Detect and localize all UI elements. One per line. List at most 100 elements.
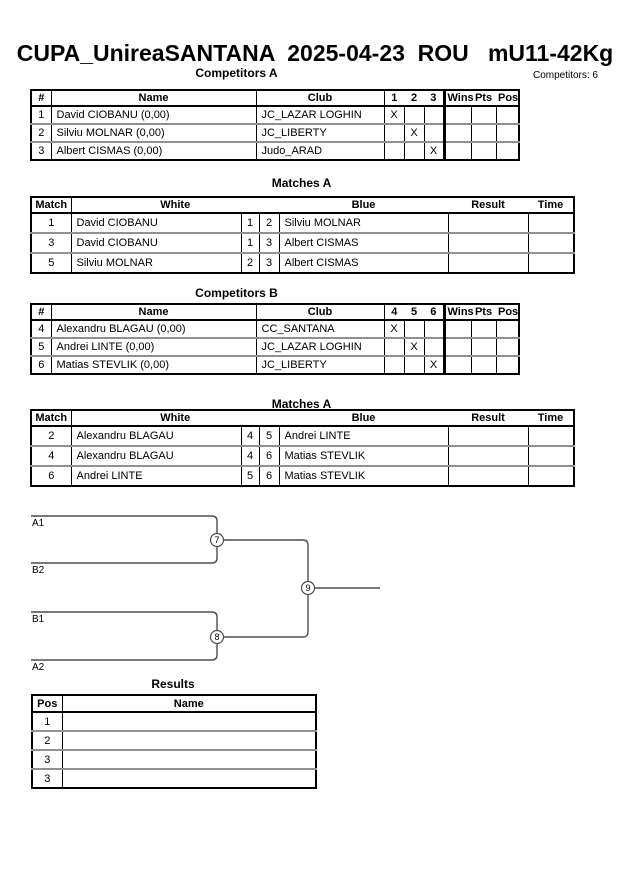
- competitor-name: David CIOBANU (0,00): [51, 106, 257, 125]
- competitor-number: 5: [31, 338, 52, 357]
- wins-cell: [442, 124, 472, 143]
- wins-cell: [442, 320, 472, 339]
- mark-cell: [424, 338, 445, 357]
- result-row: 2: [32, 731, 316, 751]
- table-row: 5 Andrei LINTE (0,00) JC_LAZAR LOGHIN X: [31, 338, 519, 357]
- table-row: 2 Silviu MOLNAR (0,00) JC_LIBERTY X: [31, 124, 519, 143]
- blue-name: Silviu MOLNAR: [279, 213, 449, 234]
- col-header-wins: Wins: [442, 90, 474, 107]
- table-row: 1 David CIOBANU (0,00) JC_LAZAR LOGHIN X: [31, 106, 519, 125]
- mark-cell: [404, 356, 425, 374]
- mark-cell: X: [384, 106, 405, 125]
- match-node-7: [209, 532, 225, 548]
- section-title-competitors-a: Competitors A: [195, 66, 278, 80]
- blue-number: 6: [259, 466, 280, 486]
- competitor-number: 3: [31, 142, 52, 160]
- table-header-row: Pos Name: [32, 695, 316, 713]
- time-cell: [528, 213, 574, 234]
- col-header-white: White: [71, 410, 279, 427]
- table-row: 3 Albert CISMAS (0,00) Judo_ARAD X: [31, 142, 519, 160]
- match-node-9: [300, 580, 316, 596]
- pts-cell: [471, 320, 497, 339]
- bracket-slot-label: A1: [32, 518, 45, 529]
- mark-cell: [424, 124, 445, 143]
- pts-cell: [471, 142, 497, 160]
- pos-cell: [496, 320, 519, 339]
- col-header-num: #: [31, 304, 52, 321]
- white-name: Alexandru BLAGAU: [71, 426, 242, 447]
- section-title-matches-a1: Matches A: [271, 176, 332, 190]
- table-header-row: Match White Blue Result Time: [31, 410, 574, 427]
- result-cell: [448, 253, 529, 273]
- results-table: Pos Name 1 2 3 3: [31, 694, 317, 789]
- result-row: 3: [32, 750, 316, 770]
- time-cell: [528, 426, 574, 447]
- white-name: Andrei LINTE: [71, 466, 242, 486]
- blue-number: 6: [259, 446, 280, 467]
- mark-cell: [424, 320, 445, 339]
- time-cell: [528, 253, 574, 273]
- match-row: 1 David CIOBANU 1 2 Silviu MOLNAR: [31, 213, 574, 234]
- match-number: 4: [31, 446, 72, 467]
- col-header-result: Result: [448, 410, 528, 427]
- result-pos: 1: [32, 712, 63, 732]
- white-number: 2: [241, 253, 260, 273]
- competitor-number: 6: [31, 356, 52, 374]
- mark-cell: [404, 320, 425, 339]
- mark-cell: [384, 124, 405, 143]
- col-header-match: Match: [31, 197, 72, 214]
- time-cell: [528, 446, 574, 467]
- white-number: 1: [241, 233, 260, 254]
- col-header-num: #: [31, 90, 52, 107]
- competitor-number: 2: [31, 124, 52, 143]
- pos-cell: [496, 338, 519, 357]
- pts-cell: [471, 124, 497, 143]
- competitor-name: Alexandru BLAGAU (0,00): [51, 320, 257, 339]
- pos-cell: [496, 142, 519, 160]
- result-cell: [448, 233, 529, 254]
- competitors-count: Competitors: 6: [532, 70, 598, 81]
- section-title-matches-a2: Matches A: [271, 397, 332, 411]
- wins-cell: [442, 142, 472, 160]
- mark-cell: [384, 142, 405, 160]
- blue-name: Andrei LINTE: [279, 426, 449, 447]
- time-cell: [528, 466, 574, 486]
- competitor-club: JC_LAZAR LOGHIN: [256, 106, 385, 125]
- white-name: Silviu MOLNAR: [71, 253, 242, 273]
- match-node-number: 9: [305, 583, 310, 593]
- match-node-number: 7: [214, 535, 219, 545]
- competitor-club: CC_SANTANA: [256, 320, 385, 339]
- mark-cell: [404, 142, 425, 160]
- col-header-blue: Blue: [279, 197, 448, 214]
- result-pos: 3: [32, 750, 63, 770]
- mark-cell: [404, 106, 425, 125]
- white-number: 4: [241, 426, 260, 447]
- white-name: Alexandru BLAGAU: [71, 446, 242, 467]
- competitor-name: Silviu MOLNAR (0,00): [51, 124, 257, 143]
- pts-cell: [471, 106, 497, 125]
- wins-cell: [442, 338, 472, 357]
- col-header-time: Time: [528, 197, 574, 214]
- col-header-4: 4: [384, 304, 404, 321]
- competitor-name: Matias STEVLIK (0,00): [51, 356, 257, 374]
- competitor-number: 1: [31, 106, 52, 125]
- bracket-lines: [31, 515, 380, 661]
- competitor-club: JC_LAZAR LOGHIN: [256, 338, 385, 357]
- matches-a2-table: Match White Blue Result Time 2 Alexandru…: [30, 409, 575, 487]
- competitors-a-table: # Name Club 1 2 3 Wins Pts Pos 1 David C…: [30, 89, 520, 161]
- white-number: 4: [241, 446, 260, 467]
- result-row: 3: [32, 769, 316, 788]
- white-name: David CIOBANU: [71, 213, 242, 234]
- pos-cell: [496, 124, 519, 143]
- col-header-6: 6: [424, 304, 444, 321]
- white-name: David CIOBANU: [71, 233, 242, 254]
- blue-name: Albert CISMAS: [279, 253, 449, 273]
- result-cell: [448, 446, 529, 467]
- col-header-blue: Blue: [279, 410, 448, 427]
- competitor-number: 4: [31, 320, 52, 339]
- result-name: [62, 750, 316, 770]
- mark-cell: X: [424, 356, 445, 374]
- competitor-name: Andrei LINTE (0,00): [51, 338, 257, 357]
- mark-cell: [424, 106, 445, 125]
